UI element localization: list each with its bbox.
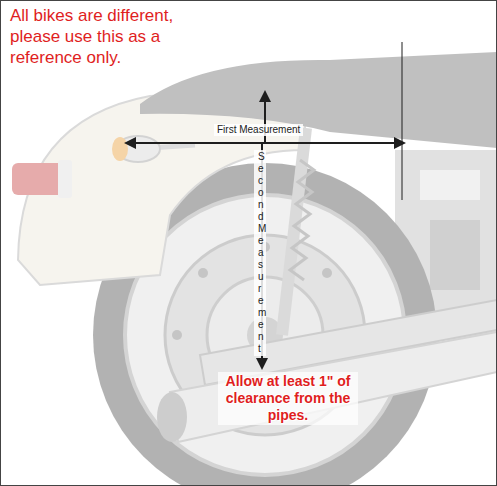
clearance-note: Allow at least 1" of clearance from the …: [218, 372, 358, 425]
measurement-label: Second Measurement: [254, 150, 266, 356]
disclaimer-note: All bikes are different, please use this…: [6, 4, 200, 69]
measurement-label: First Measurement: [214, 124, 303, 136]
